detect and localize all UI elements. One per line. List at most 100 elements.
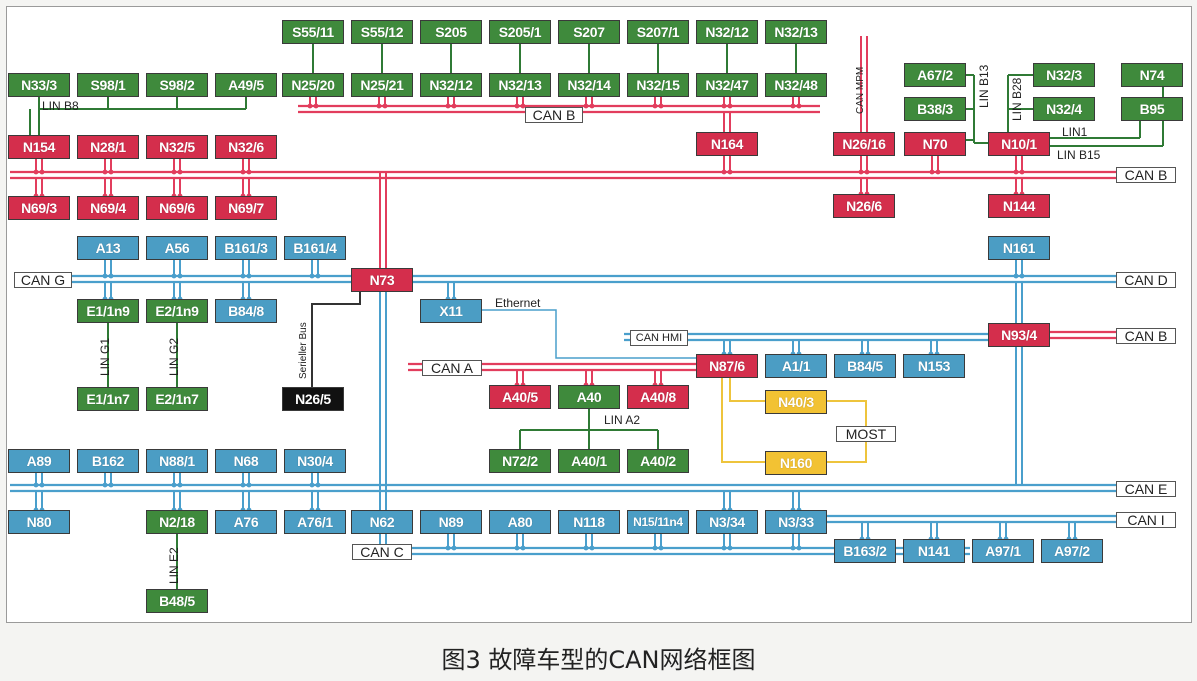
node-n26-16: N26/16 bbox=[833, 132, 895, 156]
node-n26-6: N26/6 bbox=[833, 194, 895, 218]
label-lin-e2: LIN E2 bbox=[167, 547, 181, 584]
node-n87-6: N87/6 bbox=[696, 354, 758, 378]
node-n80: N80 bbox=[8, 510, 70, 534]
node-b161-3: B161/3 bbox=[215, 236, 277, 260]
junction-114 bbox=[240, 482, 246, 488]
node-b38-3: B38/3 bbox=[904, 97, 966, 121]
junction-0 bbox=[307, 103, 313, 109]
bus-tag-can-b-top: CAN B bbox=[525, 107, 583, 123]
node-e2-1n7: E2/1n7 bbox=[146, 387, 208, 411]
junction-108 bbox=[33, 482, 39, 488]
node-a40-1: A40/1 bbox=[558, 449, 620, 473]
junction-6 bbox=[514, 103, 520, 109]
junction-3 bbox=[382, 103, 388, 109]
junction-2 bbox=[376, 103, 382, 109]
node-n32-48: N32/48 bbox=[765, 73, 827, 97]
junction-113 bbox=[177, 482, 183, 488]
node-s207-1: S207/1 bbox=[627, 20, 689, 44]
bus-tag-can-hmi: CAN HMI bbox=[630, 330, 688, 346]
node-n2-18: N2/18 bbox=[146, 510, 208, 534]
node-s55-11: S55/11 bbox=[282, 20, 344, 44]
junction-139 bbox=[451, 545, 457, 551]
junction-15 bbox=[796, 103, 802, 109]
node-n69-4: N69/4 bbox=[77, 196, 139, 220]
junction-38 bbox=[177, 169, 183, 175]
node-a80: A80 bbox=[489, 510, 551, 534]
junction-140 bbox=[514, 545, 520, 551]
junction-117 bbox=[315, 482, 321, 488]
node-n69-3: N69/3 bbox=[8, 196, 70, 220]
junction-42 bbox=[246, 169, 252, 175]
label-lin-b28: LIN B28 bbox=[1010, 77, 1024, 121]
node-e1-1n9: E1/1n9 bbox=[77, 299, 139, 323]
node-n144: N144 bbox=[988, 194, 1050, 218]
node-b162: B162 bbox=[77, 449, 139, 473]
junction-4 bbox=[445, 103, 451, 109]
junction-141 bbox=[520, 545, 526, 551]
junction-73 bbox=[177, 273, 183, 279]
node-n40-3: N40/3 bbox=[765, 390, 827, 414]
bus-tag-can-b-mid: CAN B bbox=[1116, 328, 1176, 344]
junction-149 bbox=[796, 545, 802, 551]
junction-112 bbox=[171, 482, 177, 488]
junction-109 bbox=[39, 482, 45, 488]
label-lin-g2: LIN G2 bbox=[167, 337, 181, 376]
node-a40-8: A40/8 bbox=[627, 385, 689, 409]
junction-46 bbox=[727, 169, 733, 175]
node-n25-21: N25/21 bbox=[351, 73, 413, 97]
node-s98-1: S98/1 bbox=[77, 73, 139, 97]
bus-tag-can-i: CAN I bbox=[1116, 512, 1176, 528]
junction-33 bbox=[102, 169, 108, 175]
junction-48 bbox=[864, 169, 870, 175]
node-n28-1: N28/1 bbox=[77, 135, 139, 159]
junction-70 bbox=[102, 273, 108, 279]
label-seriell-bus: Serieller Bus bbox=[298, 322, 309, 379]
junction-14 bbox=[790, 103, 796, 109]
node-n161: N161 bbox=[988, 236, 1050, 260]
node-n32-4: N32/4 bbox=[1033, 97, 1095, 121]
node-s98-2: S98/2 bbox=[146, 73, 208, 97]
junction-143 bbox=[589, 545, 595, 551]
junction-110 bbox=[102, 482, 108, 488]
node-b84-8: B84/8 bbox=[215, 299, 277, 323]
junction-71 bbox=[108, 273, 114, 279]
label-lin1: LIN1 bbox=[1062, 125, 1088, 139]
node-s207: S207 bbox=[558, 20, 620, 44]
node-n26-5: N26/5 bbox=[282, 387, 344, 411]
node-b95: B95 bbox=[1121, 97, 1183, 121]
junction-41 bbox=[240, 169, 246, 175]
junction-146 bbox=[721, 545, 727, 551]
node-a56: A56 bbox=[146, 236, 208, 260]
node-n3-34: N3/34 bbox=[696, 510, 758, 534]
node-b161-4: B161/4 bbox=[284, 236, 346, 260]
junction-13 bbox=[727, 103, 733, 109]
node-n62: N62 bbox=[351, 510, 413, 534]
junction-9 bbox=[589, 103, 595, 109]
node-n30-4: N30/4 bbox=[284, 449, 346, 473]
node-e2-1n9: E2/1n9 bbox=[146, 299, 208, 323]
node-n32-5: N32/5 bbox=[146, 135, 208, 159]
node-a97-2: A97/2 bbox=[1041, 539, 1103, 563]
node-n32-12: N32/12 bbox=[420, 73, 482, 97]
junction-142 bbox=[583, 545, 589, 551]
node-n72-2: N72/2 bbox=[489, 449, 551, 473]
node-e1-1n7: E1/1n7 bbox=[77, 387, 139, 411]
label-lin-b13: LIN B13 bbox=[977, 64, 991, 108]
junction-1 bbox=[313, 103, 319, 109]
bus-tag-can-b-right: CAN B bbox=[1116, 167, 1176, 183]
junction-111 bbox=[108, 482, 114, 488]
junction-76 bbox=[309, 273, 315, 279]
junction-75 bbox=[246, 273, 252, 279]
label-lin-b8: LIN B8 bbox=[42, 99, 79, 113]
node-a97-1: A97/1 bbox=[972, 539, 1034, 563]
junction-74 bbox=[240, 273, 246, 279]
node-n3-33: N3/33 bbox=[765, 510, 827, 534]
node-x11: X11 bbox=[420, 299, 482, 323]
node-n69-6: N69/6 bbox=[146, 196, 208, 220]
node-n25-20: N25/20 bbox=[282, 73, 344, 97]
node-n69-7: N69/7 bbox=[215, 196, 277, 220]
figure-caption: 图3 故障车型的CAN网络框图 bbox=[441, 646, 756, 674]
node-n160: N160 bbox=[765, 451, 827, 475]
junction-12 bbox=[721, 103, 727, 109]
junction-11 bbox=[658, 103, 664, 109]
